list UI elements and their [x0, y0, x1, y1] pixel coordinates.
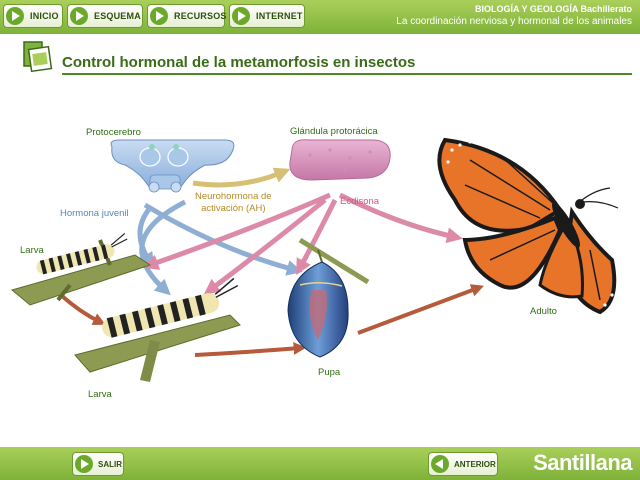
larva-on-branch-1	[10, 232, 152, 306]
page-title: Control hormonal de la metamorfosis en i…	[62, 54, 416, 71]
pupa-label: Pupa	[318, 367, 341, 378]
activating-neurohormone-line-1: Neurohormona de	[195, 191, 272, 202]
document-stack-icon	[23, 41, 53, 73]
salir-button[interactable]: SALIR	[72, 452, 124, 476]
esquema-button[interactable]: ESQUEMA	[67, 4, 143, 28]
ecdysone-arrow-larva1	[142, 192, 332, 270]
ecdysone-arrow-adult	[338, 192, 463, 244]
ecdysone-arrow-larva2	[203, 198, 327, 295]
protocerebrum-label: Protocerebro	[86, 127, 141, 138]
activating-neurohormone-line-2: activación (AH)	[201, 203, 266, 214]
esquema-button-label: ESQUEMA	[94, 11, 141, 21]
anterior-button[interactable]: ANTERIOR	[428, 452, 498, 476]
inicio-button-label: INICIO	[30, 11, 59, 21]
salir-button-label: SALIR	[98, 459, 122, 469]
play-arrow-icon	[70, 7, 88, 25]
internet-button[interactable]: INTERNET	[229, 4, 305, 28]
juvenile-hormone-arrow-larva2	[139, 199, 187, 296]
development-arrow-larva-pupa	[194, 342, 307, 357]
larva-label-1: Larva	[20, 245, 44, 256]
monarch-butterfly-adult	[437, 137, 619, 315]
larva-label-2: Larva	[88, 389, 112, 400]
activating-neurohormone-label: Neurohormona de activación (AH)	[195, 191, 272, 215]
title-underline	[62, 73, 632, 75]
internet-button-label: INTERNET	[256, 11, 303, 21]
juvenile-hormone-label: Hormona juvenil	[60, 208, 129, 219]
bottom-bar: SALIR ANTERIOR Santillana	[0, 447, 640, 480]
recursos-button-label: RECURSOS	[174, 11, 227, 21]
protocerebrum-illustration	[110, 139, 235, 193]
ecdysone-label: Ecdisona	[340, 196, 380, 207]
development-arrow-pupa-adult	[357, 284, 484, 335]
inicio-button[interactable]: INICIO	[3, 4, 63, 28]
juvenile-hormone-arrow-pupa	[143, 202, 303, 276]
prothoracic-gland-illustration	[289, 139, 391, 181]
pupa-chrysalis	[287, 237, 370, 358]
back-arrow-icon	[431, 455, 449, 473]
development-arrow-larva-larva	[60, 294, 106, 325]
recursos-button[interactable]: RECURSOS	[147, 4, 227, 28]
play-arrow-icon	[6, 7, 24, 25]
anterior-button-label: ANTERIOR	[454, 459, 496, 469]
course-header: BIOLOGÍA Y GEOLOGÍA Bachillerato La coor…	[396, 3, 632, 28]
neurohormone-arrow	[192, 167, 291, 188]
play-arrow-icon	[75, 455, 93, 473]
santillana-logo: Santillana	[533, 450, 632, 475]
course-subject: BIOLOGÍA Y GEOLOGÍA Bachillerato	[474, 4, 632, 14]
top-nav-bar: INICIO ESQUEMA RECURSOS INTERNET BIOLOGÍ…	[0, 0, 640, 34]
play-arrow-icon	[150, 7, 168, 25]
prothoracic-gland-label: Glándula protorácica	[290, 126, 378, 137]
ecdysone-arrow-pupa	[296, 198, 338, 276]
page-title-row: Control hormonal de la metamorfosis en i…	[22, 40, 634, 76]
play-arrow-icon	[232, 7, 250, 25]
larva-on-branch-2	[74, 277, 241, 382]
unit-title: La coordinación nerviosa y hormonal de l…	[396, 16, 632, 27]
adult-label: Adulto	[530, 306, 557, 317]
